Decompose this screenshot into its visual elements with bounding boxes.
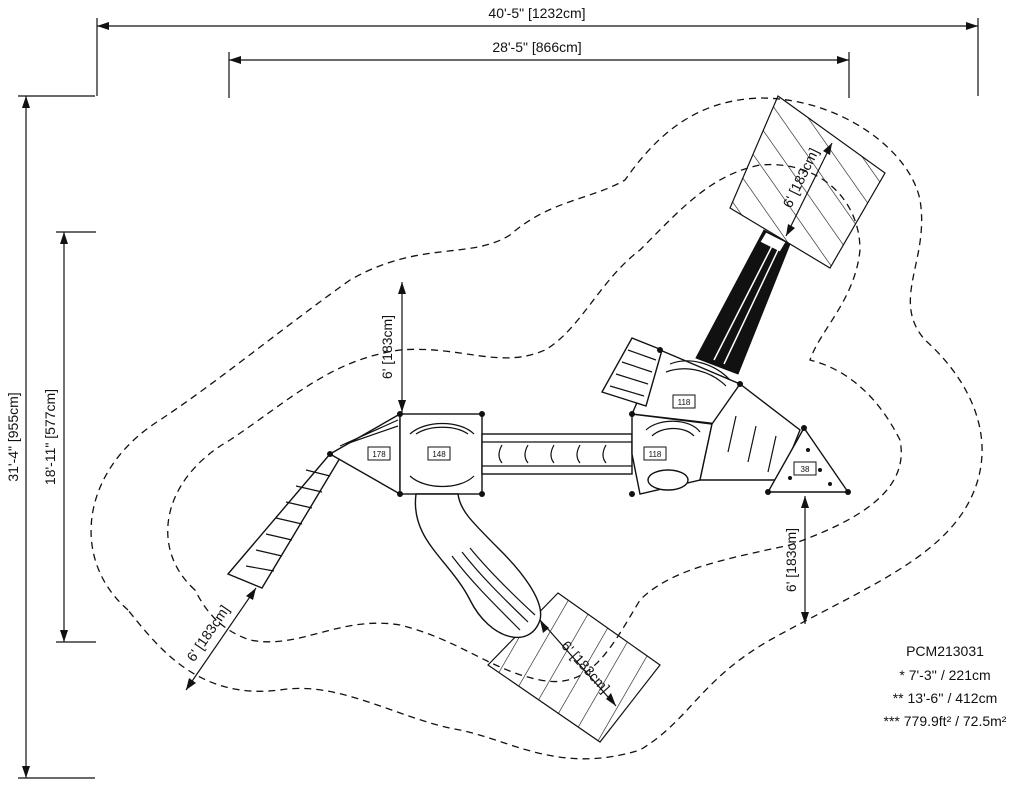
overall-width-dimension: 40'-5" [1232cm] <box>96 5 979 96</box>
clearance-label-top-center: 6' [183cm] <box>379 315 395 379</box>
overall-depth-dimension: 31'-4" [955cm] <box>5 95 95 779</box>
structure-depth-label: 18'-11" [577cm] <box>42 389 58 485</box>
use-zone-inner-boundary <box>167 163 902 683</box>
deck-tag-148: 148 <box>432 450 446 459</box>
clearance-label-right: 6' [183cm] <box>783 528 799 592</box>
structure-width-dimension: 28'-5" [866cm] <box>228 39 850 98</box>
deck-tag-118-upper: 118 <box>678 398 691 407</box>
deck-tag-118-lower: 118 <box>649 450 662 459</box>
support-posts <box>327 347 851 497</box>
crawl-tube-bridge <box>481 433 633 475</box>
specification-block: PCM213031 * 7'-3'' / 221cm ** 13'-6'' / … <box>884 643 1007 729</box>
structure-depth-dimension: 18'-11" [577cm] <box>42 231 96 643</box>
deck-38: 38 <box>766 426 850 493</box>
deck-118-upper: 118 <box>630 349 741 425</box>
clearance-dimension-top-center: 6' [183cm] <box>379 282 406 412</box>
overall-depth-label: 31'-4" [955cm] <box>5 392 21 481</box>
model-number: PCM213031 <box>906 643 984 659</box>
play-structure: 178 148 <box>226 229 851 639</box>
step-ladder-upper <box>600 337 663 407</box>
deck-118-lower: 118 <box>631 413 713 495</box>
use-zone-area-spec: *** 779.9ft² / 72.5m² <box>884 713 1007 729</box>
deck-148: 148 <box>399 413 483 495</box>
structure-width-label: 28'-5" [866cm] <box>492 39 581 55</box>
wave-slide <box>695 229 791 375</box>
tube-slide <box>414 493 542 639</box>
deck-178: 178 <box>328 412 401 496</box>
overall-width-label: 40'-5" [1232cm] <box>488 5 585 21</box>
deck-tag-38: 38 <box>801 465 810 474</box>
fall-height-spec: * 7'-3'' / 221cm <box>899 667 990 683</box>
deck-tag-178: 178 <box>372 450 386 459</box>
slide-exit-zone-top-right <box>729 95 886 269</box>
use-zone-outer-boundary <box>90 97 983 760</box>
climbing-ladder <box>226 453 342 589</box>
clearance-dimension-bottom-left: 6' [183cm] <box>183 587 257 691</box>
max-height-spec: ** 13'-6'' / 412cm <box>893 690 998 706</box>
clearance-dimension-right: 6' [183cm] <box>783 496 809 624</box>
